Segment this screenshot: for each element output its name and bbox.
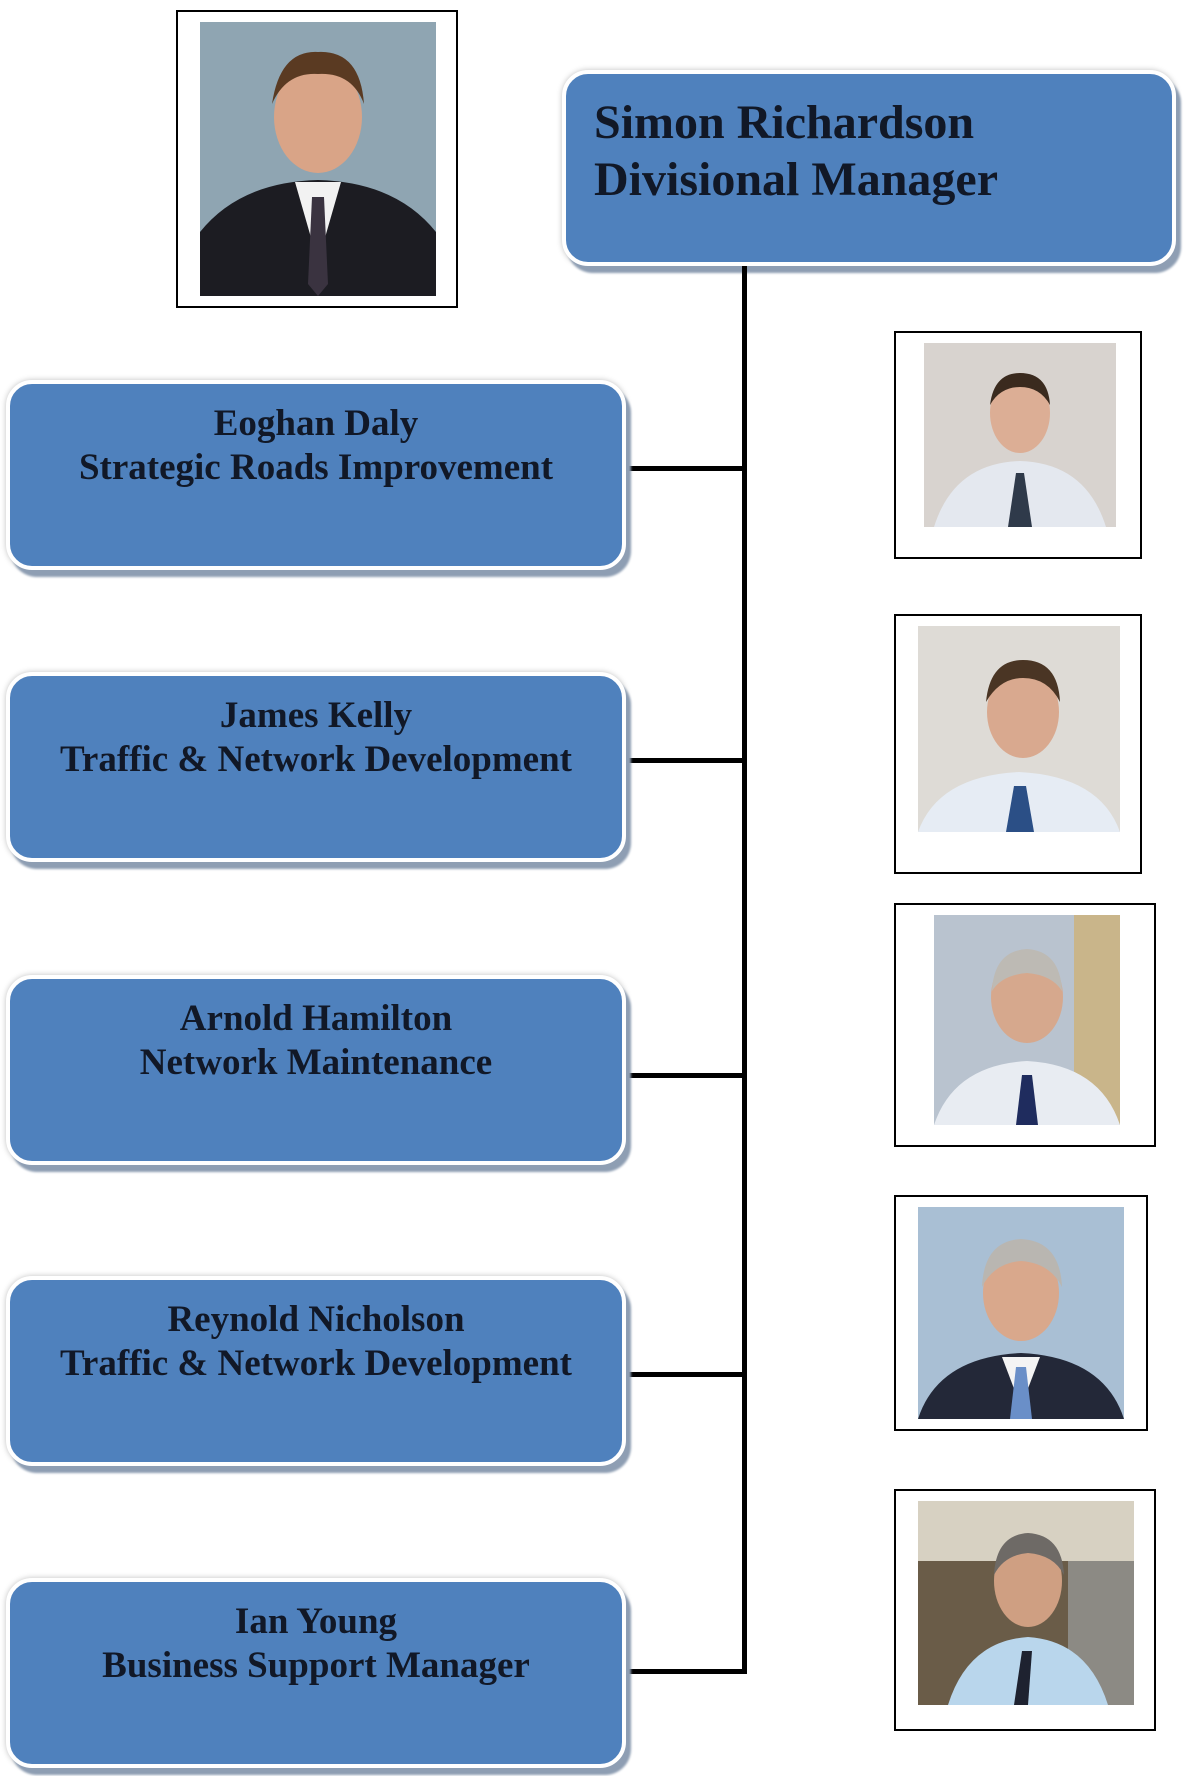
report-box-james-kelly: James Kelly Traffic & Network Developmen… <box>6 672 626 862</box>
photo-frame-eoghan-daly <box>894 331 1142 559</box>
report-box-ian-young: Ian Young Business Support Manager <box>6 1578 626 1768</box>
connector-james-kelly <box>626 758 744 763</box>
report-box-eoghan-daly: Eoghan Daly Strategic Roads Improvement <box>6 380 626 570</box>
report-title: Traffic & Network Development <box>59 1343 573 1384</box>
photo-frame-ian-young <box>894 1489 1156 1731</box>
manager-box: Simon Richardson Divisional Manager <box>562 70 1176 266</box>
manager-title: Divisional Manager <box>594 153 998 206</box>
report-title: Strategic Roads Improvement <box>78 447 554 488</box>
connector-ian-young <box>626 1669 744 1674</box>
report-name: James Kelly <box>219 695 413 736</box>
photo-frame-arnold-hamilton <box>894 903 1156 1147</box>
photo-frame-reynold-nicholson <box>894 1195 1148 1431</box>
connector-eoghan-daly <box>626 466 744 471</box>
report-box-reynold-nicholson: Reynold Nicholson Traffic & Network Deve… <box>6 1276 626 1466</box>
photo-frame-james-kelly <box>894 614 1142 874</box>
manager-portrait-photo <box>200 22 436 296</box>
report-title: Network Maintenance <box>139 1042 493 1083</box>
reynold-nicholson-portrait-photo <box>918 1207 1124 1419</box>
connector-arnold-hamilton <box>626 1073 744 1078</box>
report-name: Ian Young <box>234 1601 398 1642</box>
eoghan-daly-portrait-photo <box>924 343 1116 527</box>
james-kelly-portrait-photo <box>918 626 1120 832</box>
report-name: Reynold Nicholson <box>167 1299 465 1340</box>
ian-young-portrait-photo <box>918 1501 1134 1705</box>
report-box-arnold-hamilton: Arnold Hamilton Network Maintenance <box>6 975 626 1165</box>
manager-photo-frame <box>176 10 458 308</box>
connector-reynold-nicholson <box>626 1372 744 1377</box>
report-title: Traffic & Network Development <box>59 739 573 780</box>
arnold-hamilton-portrait-photo <box>934 915 1120 1125</box>
org-trunk-line <box>742 266 747 1674</box>
report-name: Arnold Hamilton <box>179 998 453 1039</box>
report-name: Eoghan Daly <box>213 403 419 444</box>
report-title: Business Support Manager <box>102 1645 530 1686</box>
manager-name: Simon Richardson <box>594 96 975 149</box>
